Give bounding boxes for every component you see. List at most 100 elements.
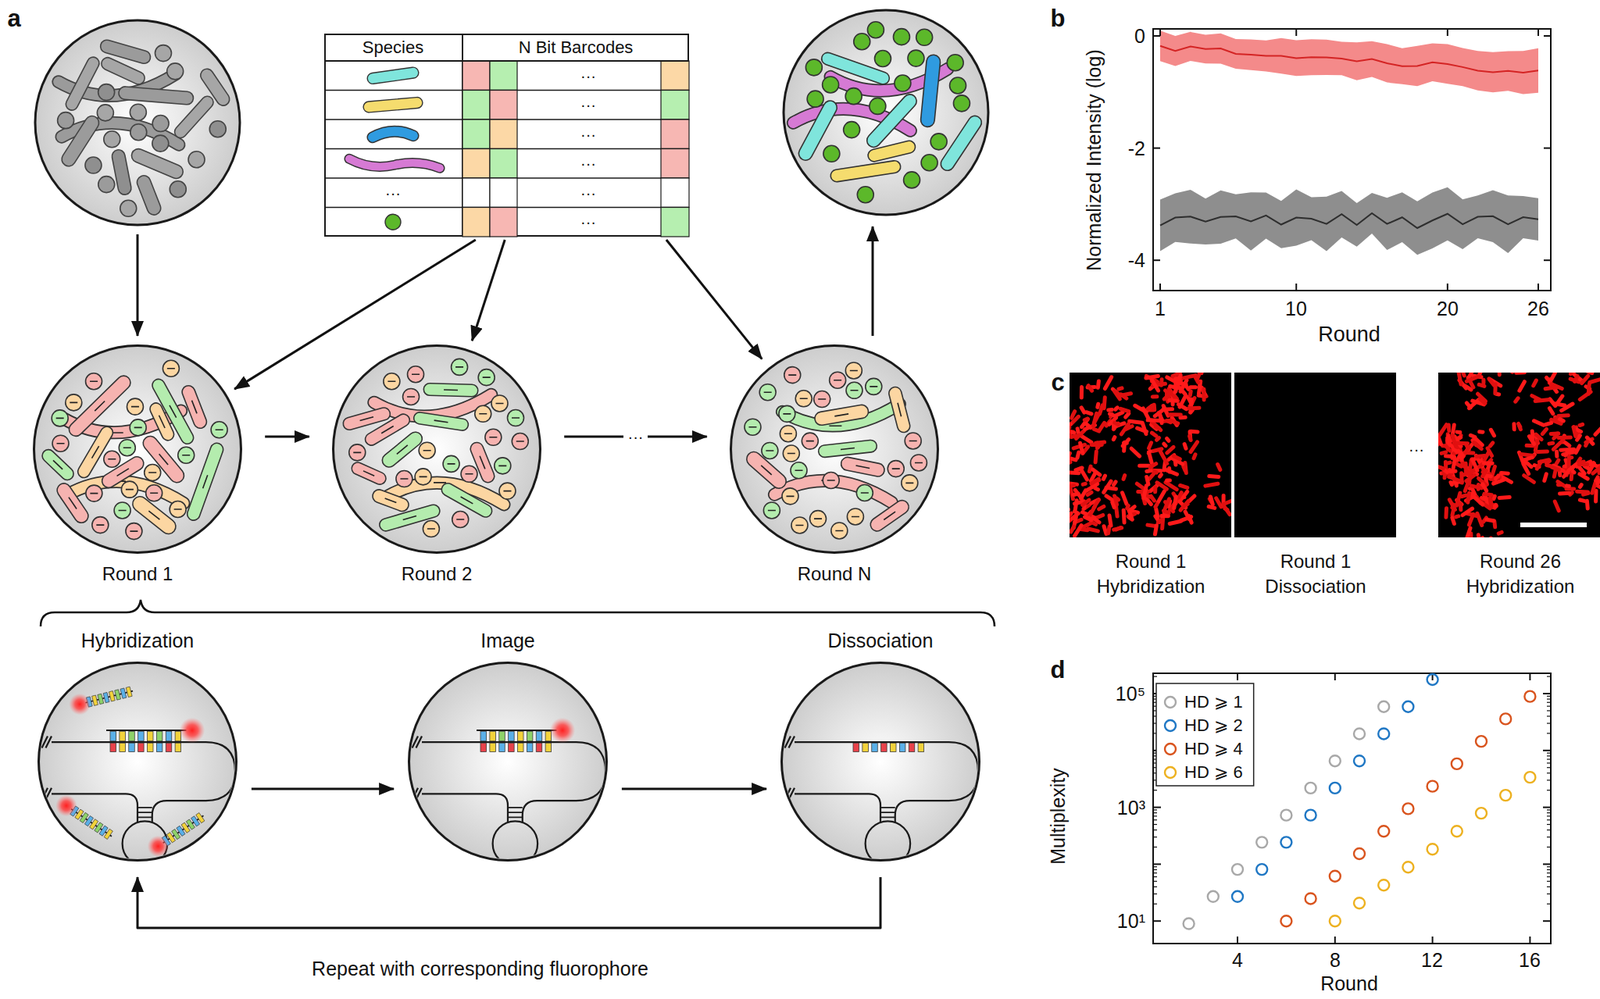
data-point [1329,755,1341,767]
probe-mark [800,398,808,400]
red-cell [1186,433,1193,443]
chart-label: ··· [580,183,597,203]
minor-tick [1546,698,1551,700]
red-cell [1100,478,1114,496]
axis-tick [1159,28,1161,36]
minor-tick [1153,866,1158,868]
axis-tick [1236,936,1239,944]
minor-tick [1546,829,1551,831]
data-point [1378,728,1390,740]
sample-illustration [729,344,940,554]
break-mark [785,736,796,749]
data-point [1378,879,1390,891]
coccus-bacterium [144,464,161,481]
probe-mark [215,429,224,432]
probe-base [535,731,543,742]
chart-label: 12 [1421,948,1443,972]
red-cell [1069,432,1083,440]
rod-bacterium [839,456,886,479]
axes-box [1153,28,1551,291]
red-cell [1164,417,1173,425]
red-cell [1511,421,1516,432]
free-probe [142,807,210,862]
red-cell [1149,377,1161,394]
data-point [1329,871,1341,883]
probe-mark [495,403,504,405]
rod-bacterium [413,411,470,432]
round-label: Round 2 [401,563,473,586]
red-cell [1560,467,1572,480]
table-grid [324,33,690,237]
barcode-cell [462,178,490,208]
red-cell [1069,470,1082,475]
probe-base [103,692,110,703]
minor-tick [1546,706,1551,708]
barcode-cell [660,178,690,208]
data-point [1280,810,1292,822]
coccus-bacterium [103,450,121,468]
target-strand [51,742,236,823]
barcode-cell [462,207,490,238]
cell-cluster [1438,372,1600,538]
red-cell [1163,467,1179,477]
rod-bacterium [135,173,163,217]
minor-tick [1546,732,1551,734]
species-icon [363,96,424,114]
bacteria-group [57,38,233,217]
probe-mark [760,465,772,475]
probe-mark [433,482,447,484]
minor-tick [1546,872,1551,874]
coccus-bacterium [791,517,808,534]
coccus-bacterium [814,391,831,408]
edge-label: ··· [623,427,649,447]
red-cell [1107,411,1117,419]
minor-tick [1153,812,1158,814]
minor-tick [1153,886,1158,888]
break-mark [42,788,53,800]
probe-mark [169,405,177,418]
probe-mark [400,478,408,480]
sample-circle [34,346,242,554]
probe-mark [503,490,511,493]
coccus-bacterium [823,145,840,162]
red-cell [1146,440,1154,451]
axis-tick [1542,920,1551,922]
red-cell [1069,408,1078,421]
minor-tick [1546,779,1551,781]
red-cell [1111,525,1125,533]
coccus-bacterium [822,76,840,93]
probe-mark [479,456,486,470]
mean-line [1160,46,1539,73]
chart-label: ··· [580,153,597,173]
break-mark [412,788,423,800]
coccus-bacterium [85,485,103,502]
probe-mark [785,496,794,498]
minor-tick [1546,836,1551,838]
red-cell [1554,450,1560,459]
probe-base [92,695,99,706]
probe-strand [106,729,187,732]
axis-tick [1543,147,1551,150]
species-icon-outline [372,131,414,138]
data-point [1427,843,1439,855]
probe-mark [905,482,914,485]
coccus-bacterium [950,77,967,94]
rod-bacterium [341,406,392,432]
red-cell [1446,474,1461,483]
barcode-base [110,742,117,752]
probe-mark [748,426,757,429]
red-cell [1549,464,1561,473]
chart-label: ··· [580,95,597,115]
barcode-base [917,742,925,752]
minor-tick [1546,815,1551,817]
red-cell [1454,490,1463,508]
rod-bacterium [423,383,479,397]
coccus-bacterium [892,28,910,46]
red-cell [1207,494,1215,508]
probe-mark [353,452,361,454]
red-cell [1167,518,1183,526]
red-cell [1586,382,1592,397]
probe-mark [767,510,776,512]
probe-mark [794,470,803,472]
